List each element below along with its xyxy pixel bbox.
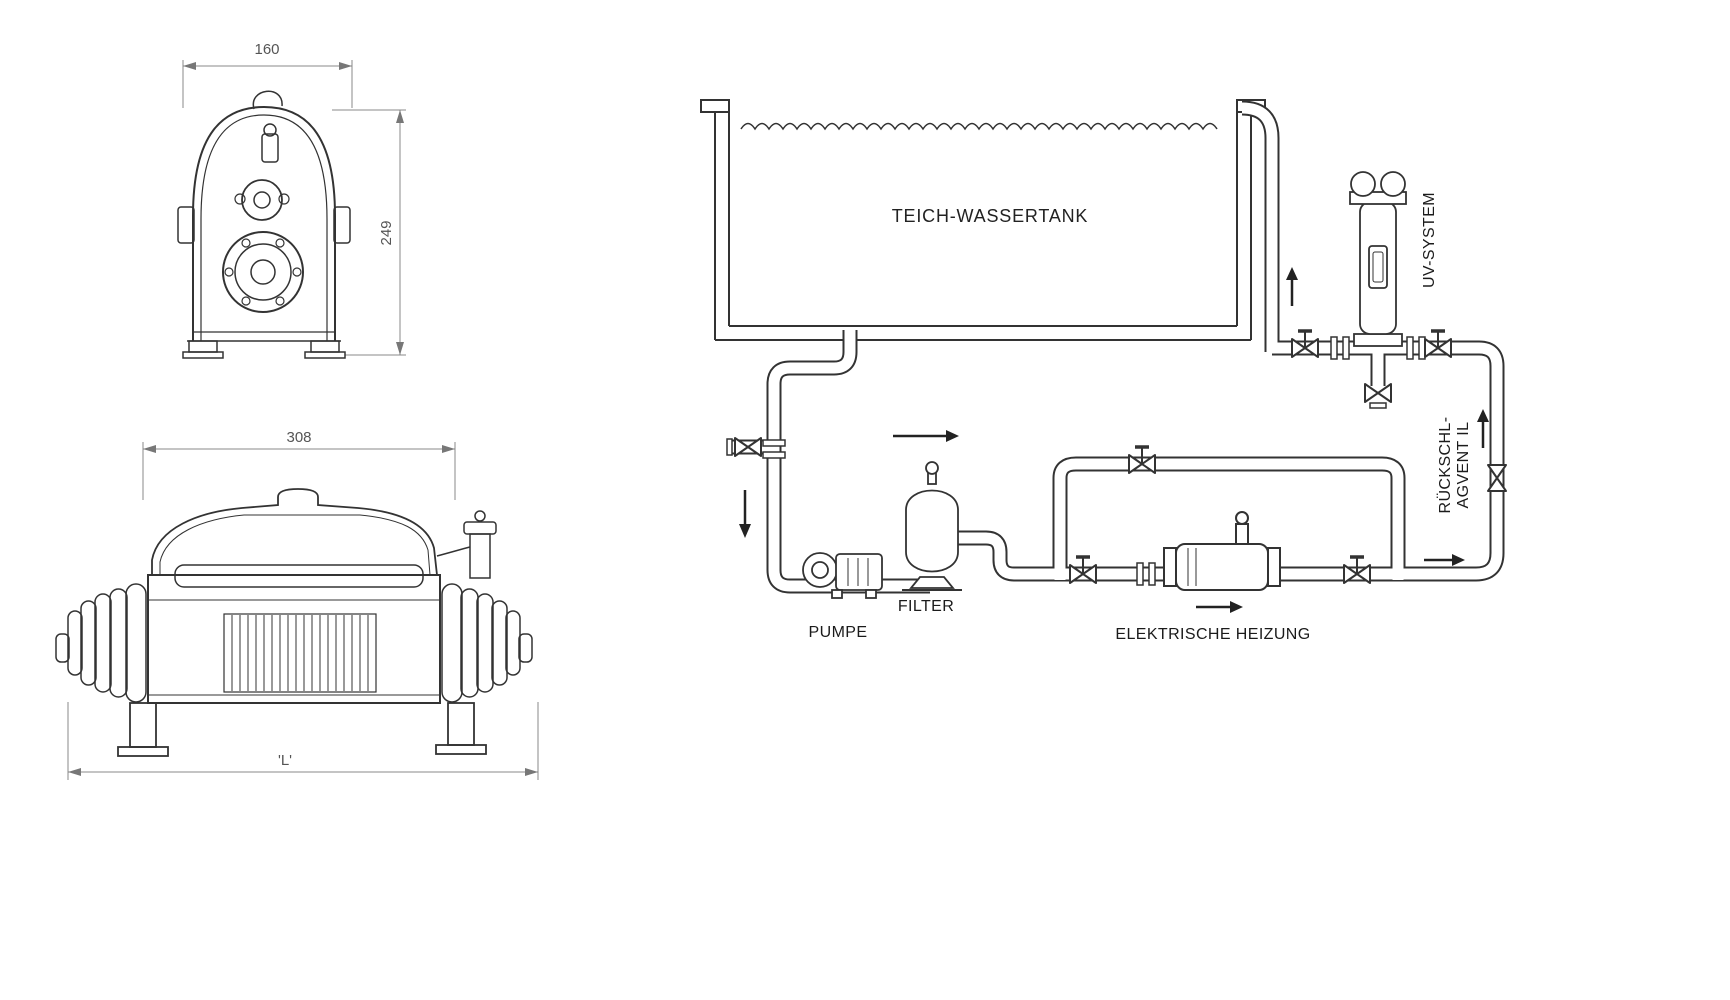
electric-heater bbox=[1163, 511, 1281, 591]
flow-arrow-right bbox=[1196, 601, 1243, 613]
front-view-height-dimension: 249 bbox=[332, 109, 406, 356]
uv-system bbox=[1349, 171, 1407, 347]
side-view-length-value: 'L' bbox=[278, 752, 292, 769]
side-view-width-dimension: 308 bbox=[142, 429, 456, 500]
pipe-end-cap bbox=[726, 438, 733, 456]
uv-system-label: UV-SYSTEM bbox=[1421, 192, 1438, 288]
flow-arrow-right bbox=[893, 430, 959, 442]
filter-vessel bbox=[902, 461, 962, 591]
front-view-height-value: 249 bbox=[378, 220, 395, 245]
flow-arrows bbox=[739, 267, 1489, 613]
tank-label: TEICH-WASSERTANK bbox=[892, 206, 1088, 226]
check-valve-label-line1: RÜCKSCHL- bbox=[1436, 417, 1454, 514]
flow-arrow-right bbox=[1424, 554, 1465, 566]
flow-arrow-up bbox=[1286, 267, 1298, 306]
front-view-width-dimension: 160 bbox=[182, 41, 353, 108]
pipe-network bbox=[732, 100, 1505, 594]
flow-arrow-down bbox=[739, 490, 751, 538]
flow-arrow-up bbox=[1477, 409, 1489, 448]
heater-front-view bbox=[177, 90, 351, 359]
uv-drain-valve-icon bbox=[1364, 383, 1392, 403]
filter-label: FILTER bbox=[898, 598, 954, 615]
heater-label: ELEKTRISCHE HEIZUNG bbox=[1115, 626, 1310, 643]
pond-water-tank bbox=[700, 99, 1266, 341]
heater-side-view bbox=[55, 488, 533, 757]
side-view-length-dimension: 'L' bbox=[67, 702, 539, 780]
check-valve-label-line2: AGVENT IL bbox=[1455, 422, 1472, 509]
side-view-width-value: 308 bbox=[286, 429, 311, 446]
front-view-width-value: 160 bbox=[254, 41, 279, 58]
pump-label: PUMPE bbox=[809, 624, 868, 641]
fittings bbox=[726, 329, 1507, 586]
pump bbox=[802, 552, 883, 599]
water-line bbox=[740, 122, 1218, 131]
heater-fins bbox=[231, 615, 369, 691]
pipe-end-cap bbox=[1369, 402, 1387, 409]
